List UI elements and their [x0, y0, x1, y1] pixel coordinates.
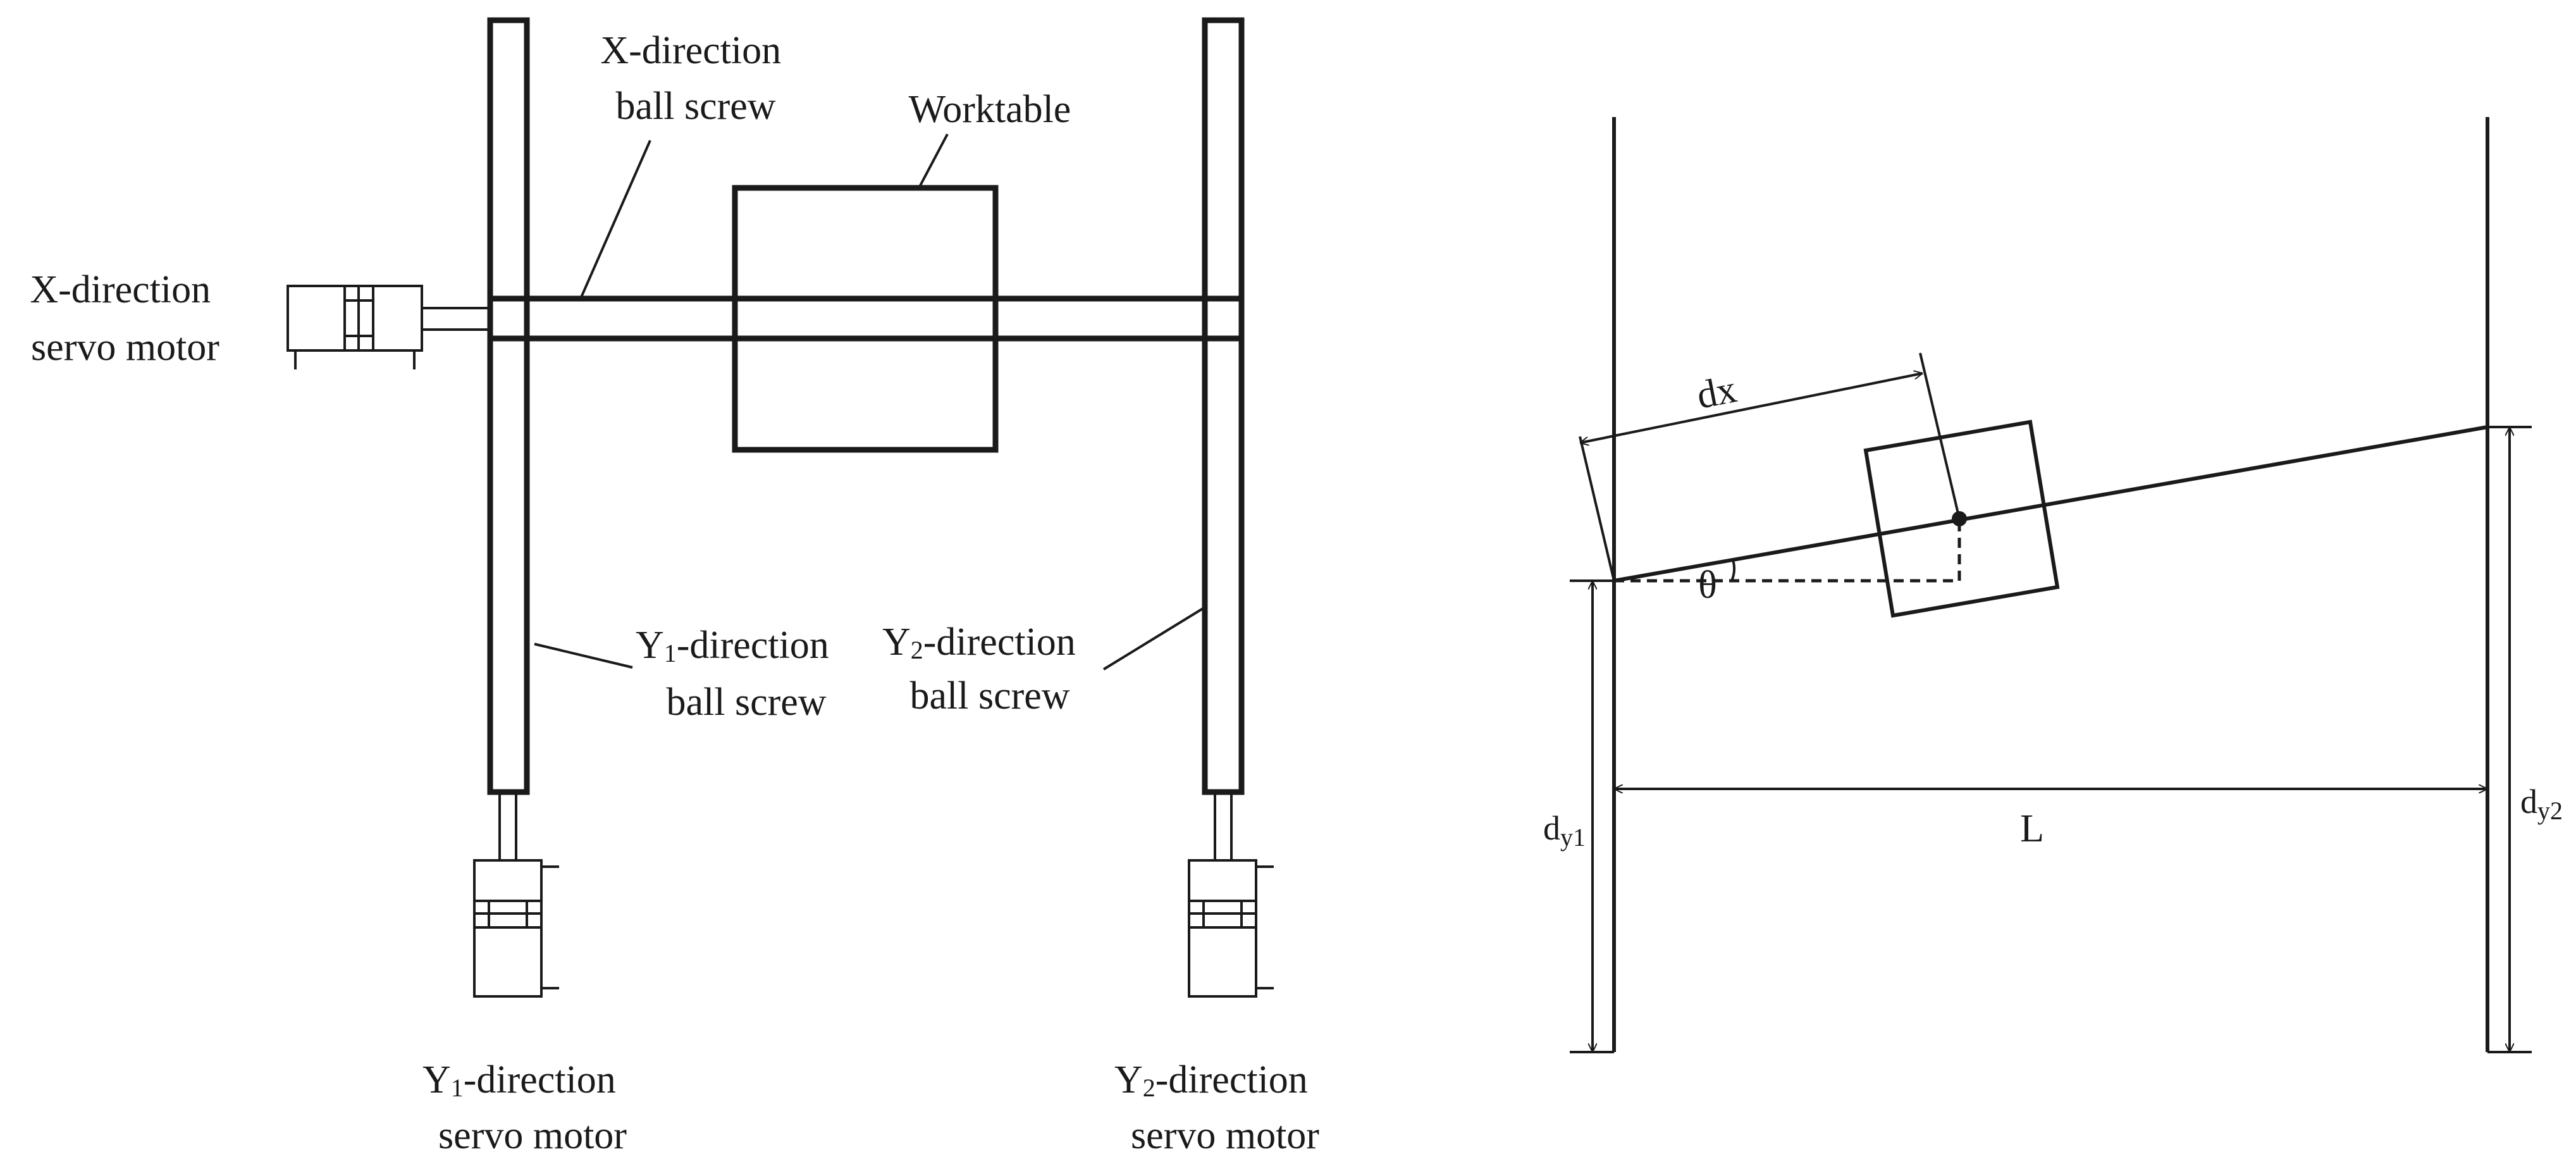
y1-screw-prefix: Y — [636, 624, 664, 667]
dy1-base: d — [1543, 809, 1560, 847]
x-servo-motor — [287, 285, 491, 369]
y2-screw-label: Y2-direction ball screw — [882, 621, 1085, 717]
dy2-sub: y2 — [2537, 796, 2563, 825]
dy2-label: dy2 — [2520, 783, 2563, 825]
y1-screw-rest: -direction — [677, 624, 829, 667]
leader-y2-screw — [1102, 606, 1206, 671]
y2-screw-line2: ball screw — [909, 674, 1069, 717]
y2-ball-screw — [1202, 17, 1245, 795]
dx-label: dx — [1693, 368, 1740, 418]
y2-screw-prefix: Y — [882, 621, 911, 664]
worktable-label: Worktable — [909, 88, 1071, 131]
theta-arc — [1730, 559, 1736, 581]
y1-servo-motor — [473, 791, 559, 998]
x-ball-screw — [490, 295, 1245, 342]
y1-motor-sub: 1 — [451, 1074, 464, 1102]
y2-motor-prefix: Y — [1114, 1058, 1143, 1101]
y2-motor-line2: servo motor — [1131, 1114, 1319, 1157]
y1-screw-label: Y1-direction ball screw — [636, 624, 839, 724]
y1-motor-prefix: Y — [422, 1058, 451, 1101]
worktable — [732, 185, 999, 453]
x-screw-label-line1: X-direction — [600, 29, 781, 72]
x-motor-label-line1: X-direction — [30, 268, 211, 311]
right-panel-geometry: dx θ L dy1 dy2 — [1543, 117, 2563, 1053]
y1-motor-rest: -direction — [464, 1058, 616, 1101]
y1-screw-sub: 1 — [664, 639, 677, 667]
dy2-base: d — [2520, 783, 2537, 821]
dx-extension-left — [1579, 436, 1615, 581]
x-screw-label-line2: ball screw — [615, 85, 775, 128]
left-panel-mechanism: X-direction servo motor X-direction ball… — [30, 17, 1319, 1157]
inclined-beam — [1613, 425, 2488, 583]
y2-motor-label: Y2-direction servo motor — [1114, 1058, 1319, 1157]
y1-ball-screw — [487, 17, 530, 795]
y2-servo-motor — [1188, 791, 1274, 998]
dx-extension-right — [1919, 352, 1961, 519]
x-motor-label-line2: servo motor — [31, 326, 219, 369]
leader-y1-screw — [534, 643, 633, 669]
dy1-sub: y1 — [1560, 823, 1586, 852]
y1-motor-line2: servo motor — [438, 1114, 627, 1157]
x-motor-label: X-direction servo motor — [30, 268, 220, 369]
tilted-worktable — [1863, 419, 2060, 618]
leader-x-screw — [579, 140, 651, 299]
x-screw-label: X-direction ball screw — [600, 29, 791, 128]
y2-screw-sub: 2 — [911, 636, 923, 664]
theta-label: θ — [1698, 564, 1717, 607]
y2-screw-rest: -direction — [923, 621, 1076, 664]
leader-worktable — [918, 133, 949, 189]
dy1-label: dy1 — [1543, 809, 1586, 852]
y2-motor-rest: -direction — [1156, 1058, 1308, 1101]
y1-motor-label: Y1-direction servo motor — [422, 1058, 627, 1157]
y2-motor-sub: 2 — [1143, 1074, 1156, 1102]
l-label: L — [2020, 807, 2044, 850]
y1-screw-line2: ball screw — [666, 681, 826, 724]
dx-dimension — [1580, 373, 1923, 443]
